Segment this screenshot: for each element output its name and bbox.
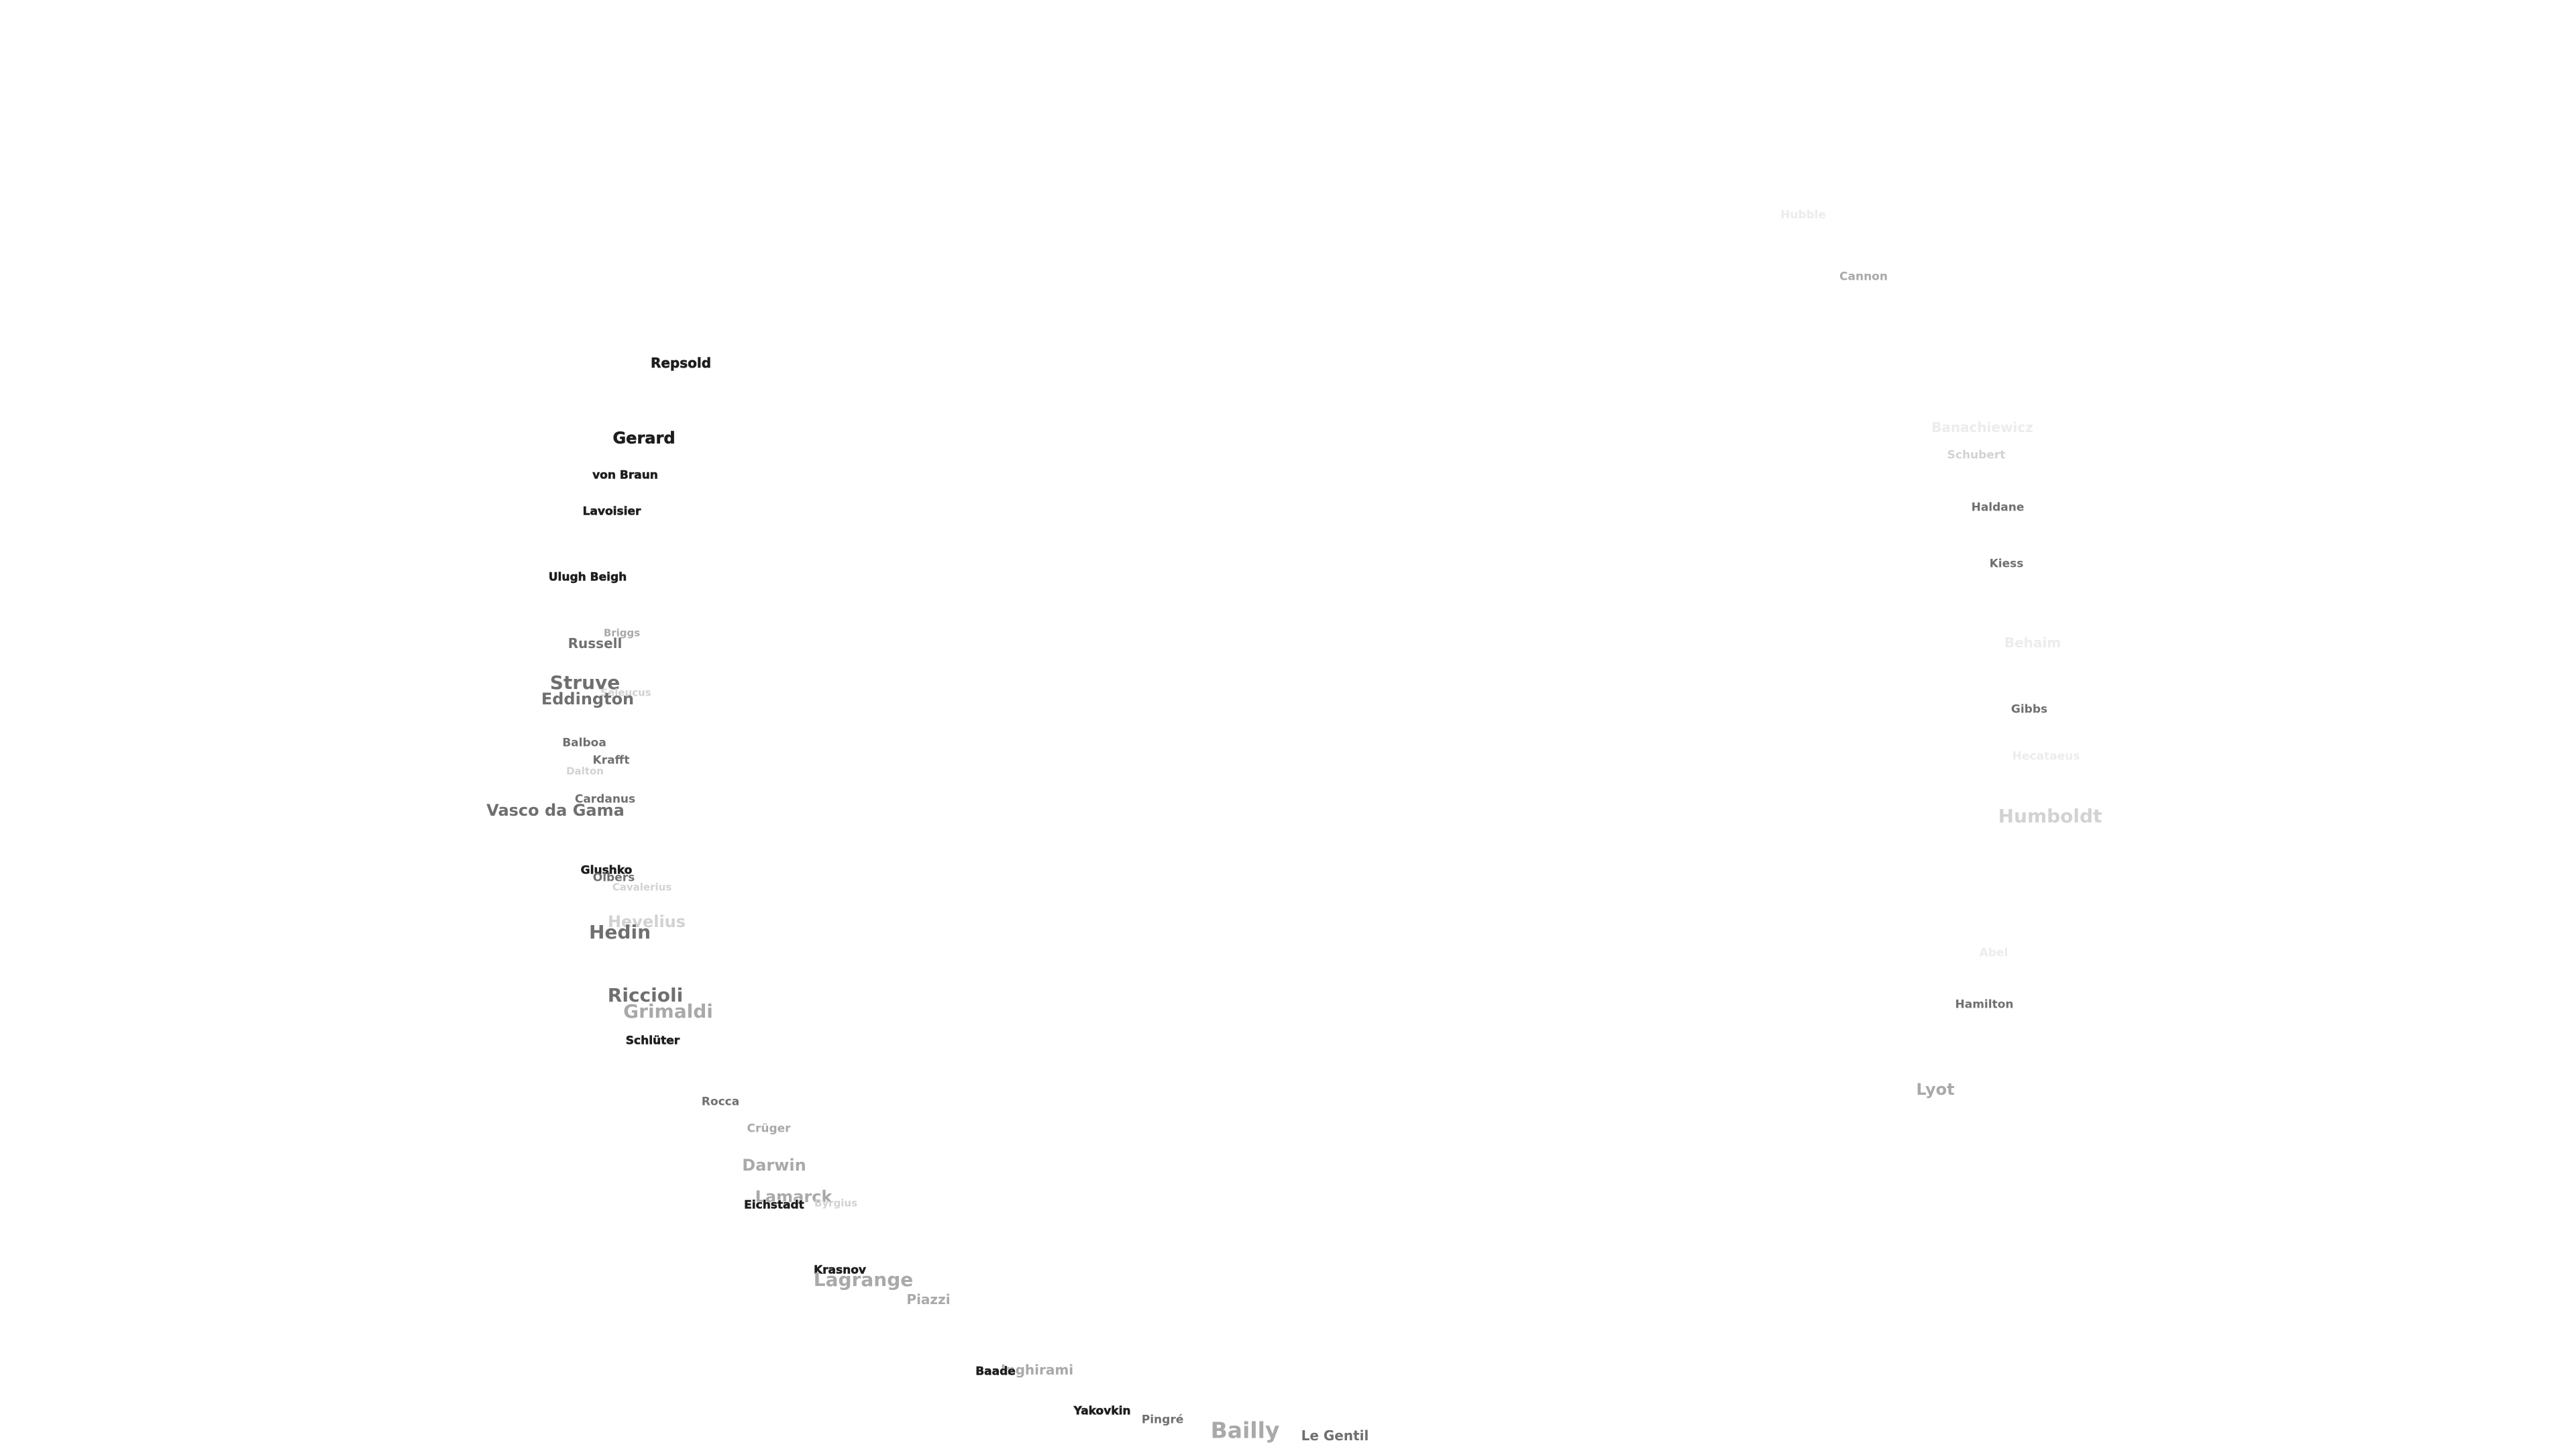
- crater-label-riccioli: Riccioli: [607, 984, 684, 1006]
- crater-label-krasnov: Krasnov: [813, 1263, 867, 1277]
- crater-label-russell: Russell: [568, 635, 623, 651]
- crater-label-struve: Struve: [549, 672, 621, 694]
- crater-label-lamarck: Lamarck: [755, 1187, 833, 1206]
- crater-label-ulugh-beigh: Ulugh Beigh: [548, 570, 627, 584]
- crater-label-gerard: Gerard: [612, 429, 676, 447]
- crater-label-eichstadt: Eichstadt: [744, 1198, 804, 1212]
- crater-label-eddington: Eddington: [541, 690, 635, 708]
- crater-label-banachiewicz: Banachiewicz: [1931, 419, 2033, 435]
- crater-label-behaim: Behaim: [2004, 635, 2061, 651]
- crater-label-von-braun: von Braun: [592, 468, 658, 482]
- crater-label-le-gentil: Le Gentil: [1301, 1428, 1369, 1444]
- crater-label-lyot: Lyot: [1916, 1080, 1955, 1099]
- crater-label-krafft: Krafft: [592, 753, 630, 767]
- crater-label-cannon: Cannon: [1839, 270, 1888, 284]
- crater-label-lagrange: Lagrange: [813, 1269, 914, 1291]
- crater-label-seleucus: Seleucus: [600, 686, 651, 699]
- crater-label-byrgius: Byrgius: [814, 1197, 858, 1210]
- crater-label-hecataeus: Hecataeus: [2012, 749, 2080, 763]
- crater-label-schluter: Schlüter: [625, 1034, 680, 1048]
- crater-label-baade: Baade: [975, 1364, 1016, 1379]
- crater-label-dalton: Dalton: [566, 765, 604, 777]
- crater-label-yakovkin: Yakovkin: [1073, 1404, 1131, 1418]
- crater-label-cruger: Crüger: [747, 1122, 791, 1136]
- crater-label-rocca: Rocca: [701, 1095, 740, 1109]
- crater-label-darwin: Darwin: [742, 1156, 806, 1175]
- crater-label-haldane: Haldane: [1971, 500, 2025, 515]
- crater-label-piazzi: Piazzi: [906, 1291, 951, 1307]
- crater-label-glushko: Glushko: [580, 863, 633, 877]
- crater-label-cavalerius: Cavalerius: [612, 881, 672, 894]
- crater-label-olbers: Olbers: [592, 871, 635, 885]
- crater-label-grimaldi: Grimaldi: [623, 1000, 713, 1022]
- crater-label-inghirami: Inghirami: [1000, 1362, 1074, 1378]
- crater-label-hedin: Hedin: [589, 921, 651, 943]
- crater-label-pingre: Pingré: [1141, 1413, 1184, 1427]
- crater-label-hamilton: Hamilton: [1955, 998, 2014, 1012]
- crater-label-briggs: Briggs: [603, 627, 641, 639]
- crater-label-schubert: Schubert: [1947, 448, 2006, 462]
- crater-label-balboa: Balboa: [562, 736, 606, 750]
- crater-label-gibbs: Gibbs: [2010, 702, 2048, 716]
- crater-label-bailly: Bailly: [1210, 1417, 1280, 1444]
- crater-label-humboldt: Humboldt: [1998, 805, 2102, 827]
- crater-label-lavoisier: Lavoisier: [582, 504, 641, 519]
- crater-label-vasco-da-gama: Vasco da Gama: [486, 801, 625, 820]
- crater-label-kiess: Kiess: [1989, 557, 2024, 571]
- crater-label-abel: Abel: [1979, 946, 2008, 960]
- crater-label-hevelius: Hevelius: [607, 912, 686, 931]
- crater-label-repsold: Repsold: [650, 355, 712, 371]
- crater-label-cardanus: Cardanus: [574, 792, 636, 806]
- crater-label-hubble: Hubble: [1780, 208, 1827, 222]
